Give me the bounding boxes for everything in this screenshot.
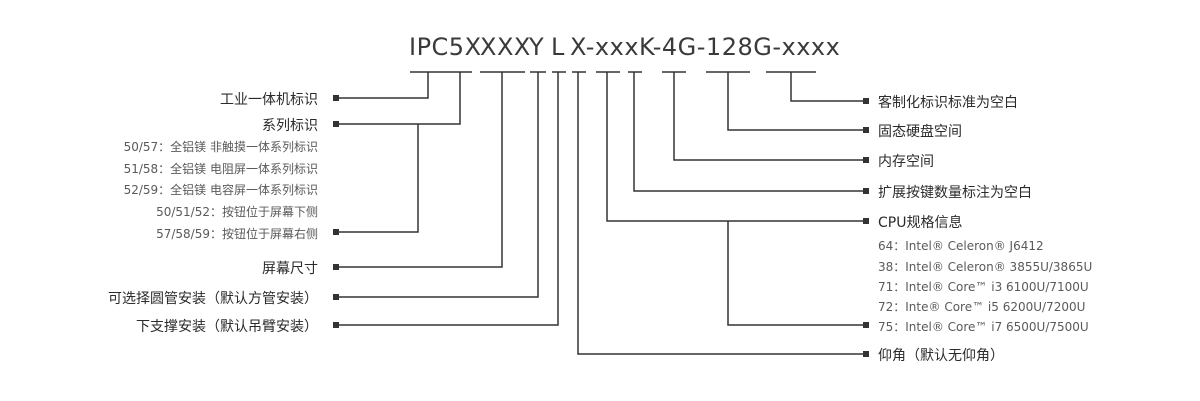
connector-l2 xyxy=(336,72,461,125)
dot-l4 xyxy=(333,294,339,300)
label-screen-size: 屏幕尺寸 xyxy=(262,261,318,277)
connector-r1 xyxy=(790,72,866,102)
code-l: L xyxy=(551,33,565,61)
connector-r6 xyxy=(577,72,866,355)
code-xxx: XXX xyxy=(480,33,531,61)
connector-l3 xyxy=(336,72,503,268)
cpu-sub-2: 38：Intel® Celeron® 3855U/3865U xyxy=(878,260,1093,274)
dot-r6 xyxy=(863,351,869,357)
connector-r2 xyxy=(727,72,866,131)
label-extension-keys: 扩展按键数量标注为空白 xyxy=(878,185,1032,201)
dot-l2 xyxy=(333,121,339,127)
label-series-id: 系列标识 xyxy=(262,118,318,134)
cpu-sub-1: 64：Intel® Celeron® J6412 xyxy=(878,239,1044,253)
connector-r3 xyxy=(673,72,866,161)
dot-r5-last xyxy=(863,322,869,328)
label-cpu-spec: CPU规格信息 xyxy=(878,215,963,231)
code-y: Y xyxy=(529,33,545,61)
label-memory-space: 内存空间 xyxy=(878,154,934,170)
connector-r5 xyxy=(606,72,866,222)
label-bottom-support-mount: 下支撑安装（默认吊臂安装） xyxy=(136,319,318,335)
series-sub-5: 57/58/59：按钮位于屏幕右侧 xyxy=(156,227,318,241)
dot-r3 xyxy=(863,157,869,163)
dot-r4 xyxy=(863,188,869,194)
label-custom-id: 客制化标识标准为空白 xyxy=(878,95,1018,111)
dot-l5 xyxy=(333,322,339,328)
dot-r2 xyxy=(863,127,869,133)
series-sub-3: 52/59：全铝镁 电容屏一体系列标识 xyxy=(123,183,318,197)
label-ssd-space: 固态硬盘空间 xyxy=(878,124,962,140)
label-round-tube-mount: 可选择圆管安装（默认方管安装） xyxy=(108,291,318,307)
connector-r5-bracket xyxy=(727,221,866,326)
series-sub-2: 51/58：全铝镁 电阻屏一体系列标识 xyxy=(123,162,318,176)
connector-l4 xyxy=(336,72,539,298)
connector-r4 xyxy=(633,72,866,192)
dot-l2-last xyxy=(333,229,339,235)
dot-r5 xyxy=(863,218,869,224)
dot-l3 xyxy=(333,264,339,270)
series-sub-4: 50/51/52：按钮位于屏幕下侧 xyxy=(156,205,318,219)
cpu-sub-3: 71：Intel® Core™ i3 6100U/7100U xyxy=(878,280,1089,294)
series-sub-1: 50/57：全铝镁 非触摸一体系列标识 xyxy=(123,140,318,154)
connector-l1 xyxy=(336,72,429,99)
dot-l1 xyxy=(333,95,339,101)
dot-r1 xyxy=(863,98,869,104)
code-tail: X-xxxK-4G-128G-xxxx xyxy=(570,33,841,61)
connector-l5 xyxy=(336,72,559,326)
cpu-sub-5: 75：Intel® Core™ i7 6500U/7500U xyxy=(878,320,1089,334)
connector-l2-bracket xyxy=(336,124,419,233)
label-tilt-angle: 仰角（默认无仰角） xyxy=(878,348,1004,364)
code-ipc5x: IPC5X xyxy=(409,33,482,61)
cpu-sub-4: 72：Inte® Core™ i5 6200U/7200U xyxy=(878,300,1086,314)
label-industrial-pc-id: 工业一体机标识 xyxy=(220,92,318,108)
